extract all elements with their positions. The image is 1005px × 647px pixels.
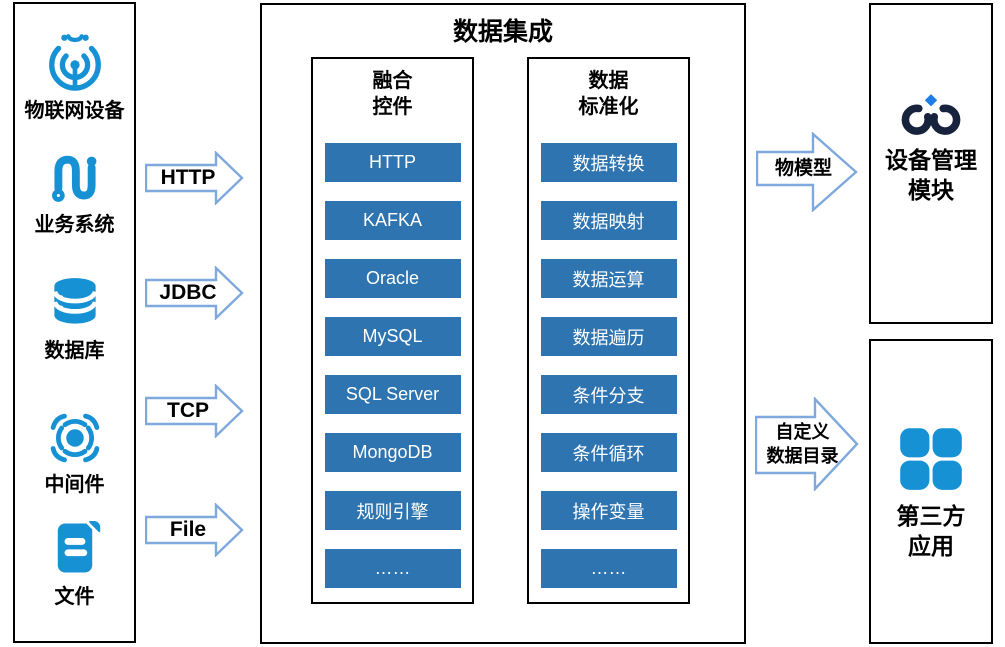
arrow-http: HTTP [145, 151, 245, 205]
file-icon [57, 520, 100, 573]
arrow-label-line2: 数据目录 [766, 446, 839, 466]
iot-device-icon [48, 34, 101, 91]
source-label: 文件 [54, 586, 95, 608]
right-arrow-icon [145, 151, 244, 205]
fusion-items: HTTP KAFKA Oracle MySQL SQL Server Mongo… [313, 143, 472, 588]
source-label: 业务系统 [34, 214, 115, 236]
arrow-label: TCP [167, 399, 209, 422]
right-arrow-icon [145, 503, 244, 557]
source-middleware: 中间件 [13, 410, 136, 497]
std-item-branch: 条件分支 [540, 375, 677, 414]
business-system-icon [51, 155, 96, 202]
fusion-box: 融合 控件 HTTP KAFKA Oracle MySQL SQL Server… [311, 57, 474, 604]
fusion-item-oracle: Oracle [324, 259, 461, 298]
arrow-jdbc: JDBC [145, 266, 245, 320]
fusion-item-mysql: MySQL [324, 317, 461, 356]
third-party-app-icon [900, 428, 962, 490]
source-label: 中间件 [44, 474, 105, 496]
right-arrow-icon [755, 397, 859, 491]
standardization-title-line1: 数据 [588, 70, 629, 92]
source-business-system: 业务系统 [13, 150, 136, 237]
device-management-icon [901, 94, 961, 135]
target-label-line1: 第三方 [896, 503, 966, 529]
fusion-item-rule-engine: 规则引擎 [324, 491, 461, 530]
third-party-app-box: 第三方 应用 [869, 339, 993, 644]
arrow-thing-model: 物模型 [756, 132, 858, 212]
arrow-label: HTTP [160, 166, 216, 189]
standardization-items: 数据转换 数据映射 数据运算 数据遍历 条件分支 条件循环 操作变量 …… [529, 143, 688, 588]
device-management-box: 设备管理 模块 [869, 3, 993, 324]
target-label-line2: 模块 [908, 177, 954, 203]
standardization-box: 数据 标准化 数据转换 数据映射 数据运算 数据遍历 条件分支 条件循环 操作变… [527, 57, 690, 604]
fusion-item-kafka: KAFKA [324, 201, 461, 240]
std-item-variable: 操作变量 [540, 491, 677, 530]
source-database: 数据库 [13, 272, 136, 363]
standardization-title-line2: 标准化 [578, 96, 639, 118]
target-label-line2: 应用 [908, 533, 954, 559]
fusion-item-http: HTTP [324, 143, 461, 182]
arrow-label: 自定义 数据目录 [755, 397, 850, 491]
source-label: 物联网设备 [24, 100, 125, 122]
arrow-file: File [145, 503, 245, 557]
std-item-more: …… [540, 549, 677, 588]
source-label: 数据库 [44, 340, 105, 362]
arrow-custom-data-catalog: 自定义 数据目录 [755, 397, 859, 491]
right-arrow-icon [145, 384, 244, 438]
middleware-icon [50, 413, 99, 463]
third-party-app-label: 第三方 应用 [897, 501, 966, 561]
std-item-traverse: 数据遍历 [540, 317, 677, 356]
device-management-label: 设备管理 模块 [885, 145, 977, 205]
arrow-tcp: TCP [145, 384, 245, 438]
target-label-line1: 设备管理 [885, 147, 977, 173]
arrow-label: 物模型 [756, 132, 851, 206]
std-item-loop: 条件循环 [540, 433, 677, 472]
fusion-title-line2: 控件 [372, 96, 413, 118]
std-item-convert: 数据转换 [540, 143, 677, 182]
fusion-item-sqlserver: SQL Server [324, 375, 461, 414]
std-item-compute: 数据运算 [540, 259, 677, 298]
arrow-label: JDBC [159, 281, 217, 304]
std-item-mapping: 数据映射 [540, 201, 677, 240]
right-arrow-icon [756, 132, 858, 212]
standardization-title: 数据 标准化 [529, 59, 688, 120]
right-arrow-icon [145, 266, 244, 320]
fusion-item-more: …… [324, 549, 461, 588]
database-icon [52, 278, 97, 324]
integration-title: 数据集成 [452, 18, 553, 46]
fusion-title-line1: 融合 [372, 70, 413, 92]
source-file: 文件 [13, 518, 136, 609]
arrow-label-line1: 自定义 [775, 422, 830, 442]
arrow-label: File [169, 518, 207, 541]
fusion-item-mongodb: MongoDB [324, 433, 461, 472]
arrow-label-line1: 物模型 [774, 158, 832, 179]
source-iot-device: 物联网设备 [13, 30, 136, 123]
fusion-title: 融合 控件 [313, 59, 472, 120]
